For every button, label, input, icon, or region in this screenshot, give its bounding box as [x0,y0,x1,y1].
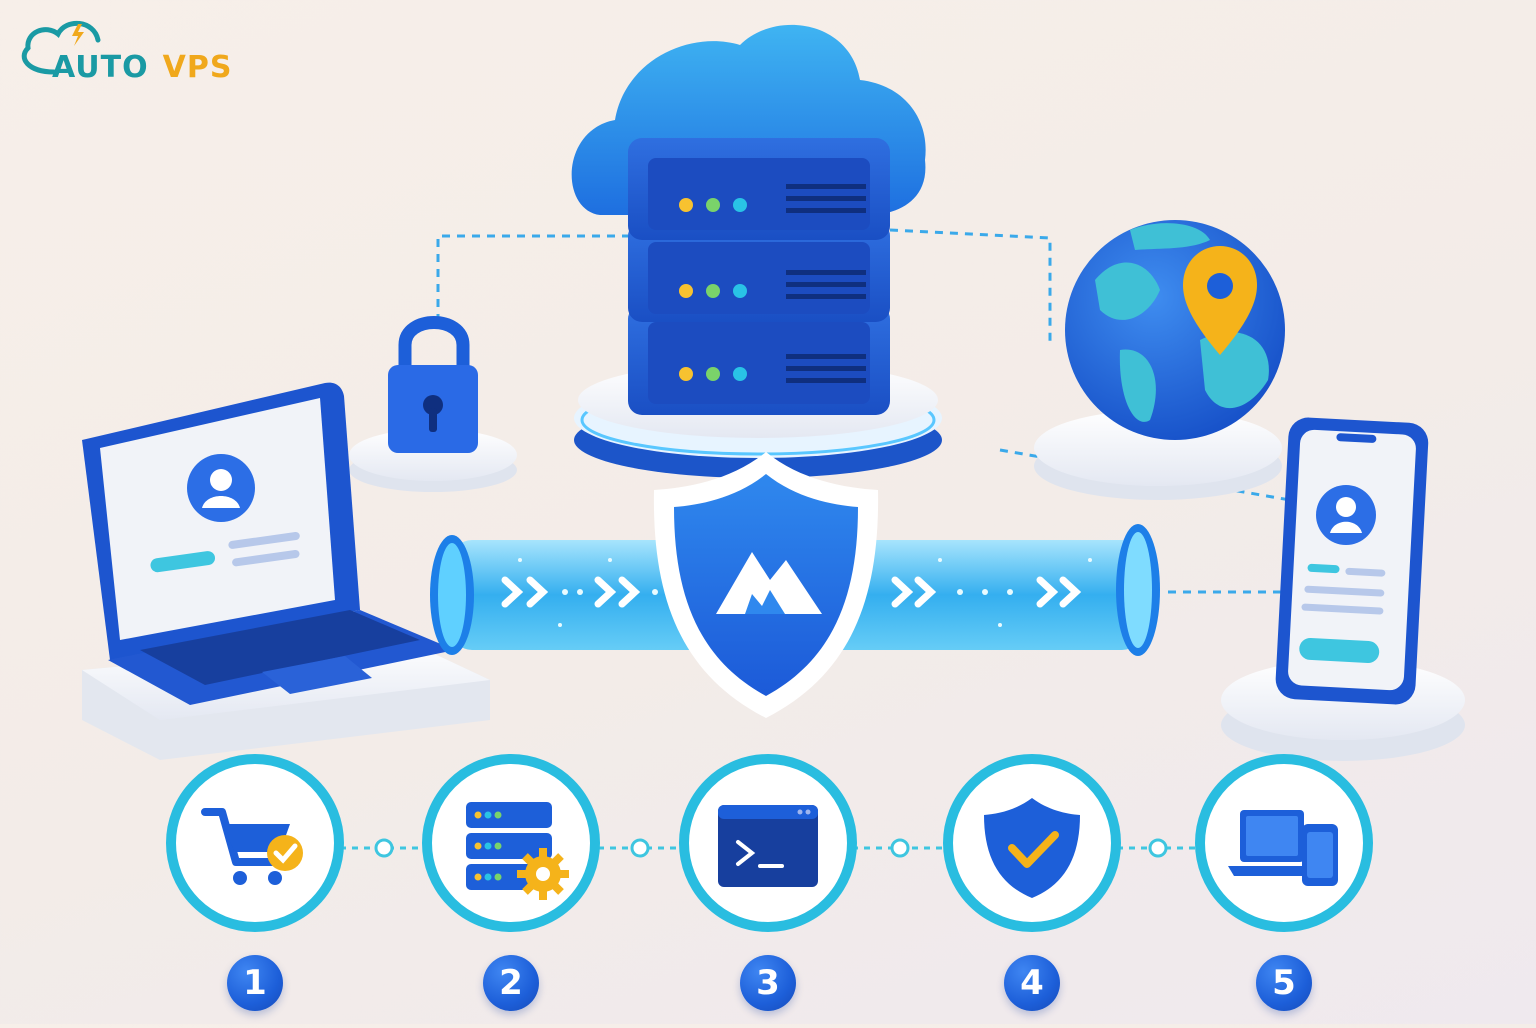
logo: AUTO VPS [14,14,254,85]
laptop-icon [82,382,455,705]
logo-auto-text: AUTO [52,50,149,85]
shield-mountain-icon [653,452,879,718]
step-number-3: 3 [740,955,796,1011]
logo-text: AUTO VPS [52,50,232,85]
shield-check-icon [984,798,1080,898]
padlock-icon [388,316,478,453]
logo-vps-text: VPS [162,50,233,85]
server-stack-icon [628,138,890,415]
server-gear-icon [466,802,569,900]
laptop-phone-icon [1228,810,1338,886]
logo-cloud-icon [21,20,101,75]
step-number-4: 4 [1004,955,1060,1011]
terminal-icon [718,805,818,887]
connector-nodes [374,838,1168,858]
step-number-5: 5 [1256,955,1312,1011]
shopping-cart-check-icon [201,808,303,885]
step-number-1: 1 [227,955,283,1011]
step-number-2: 2 [483,955,539,1011]
globe-icon [1065,220,1285,440]
location-pin-icon [1183,246,1257,355]
phone-icon [1275,417,1429,705]
